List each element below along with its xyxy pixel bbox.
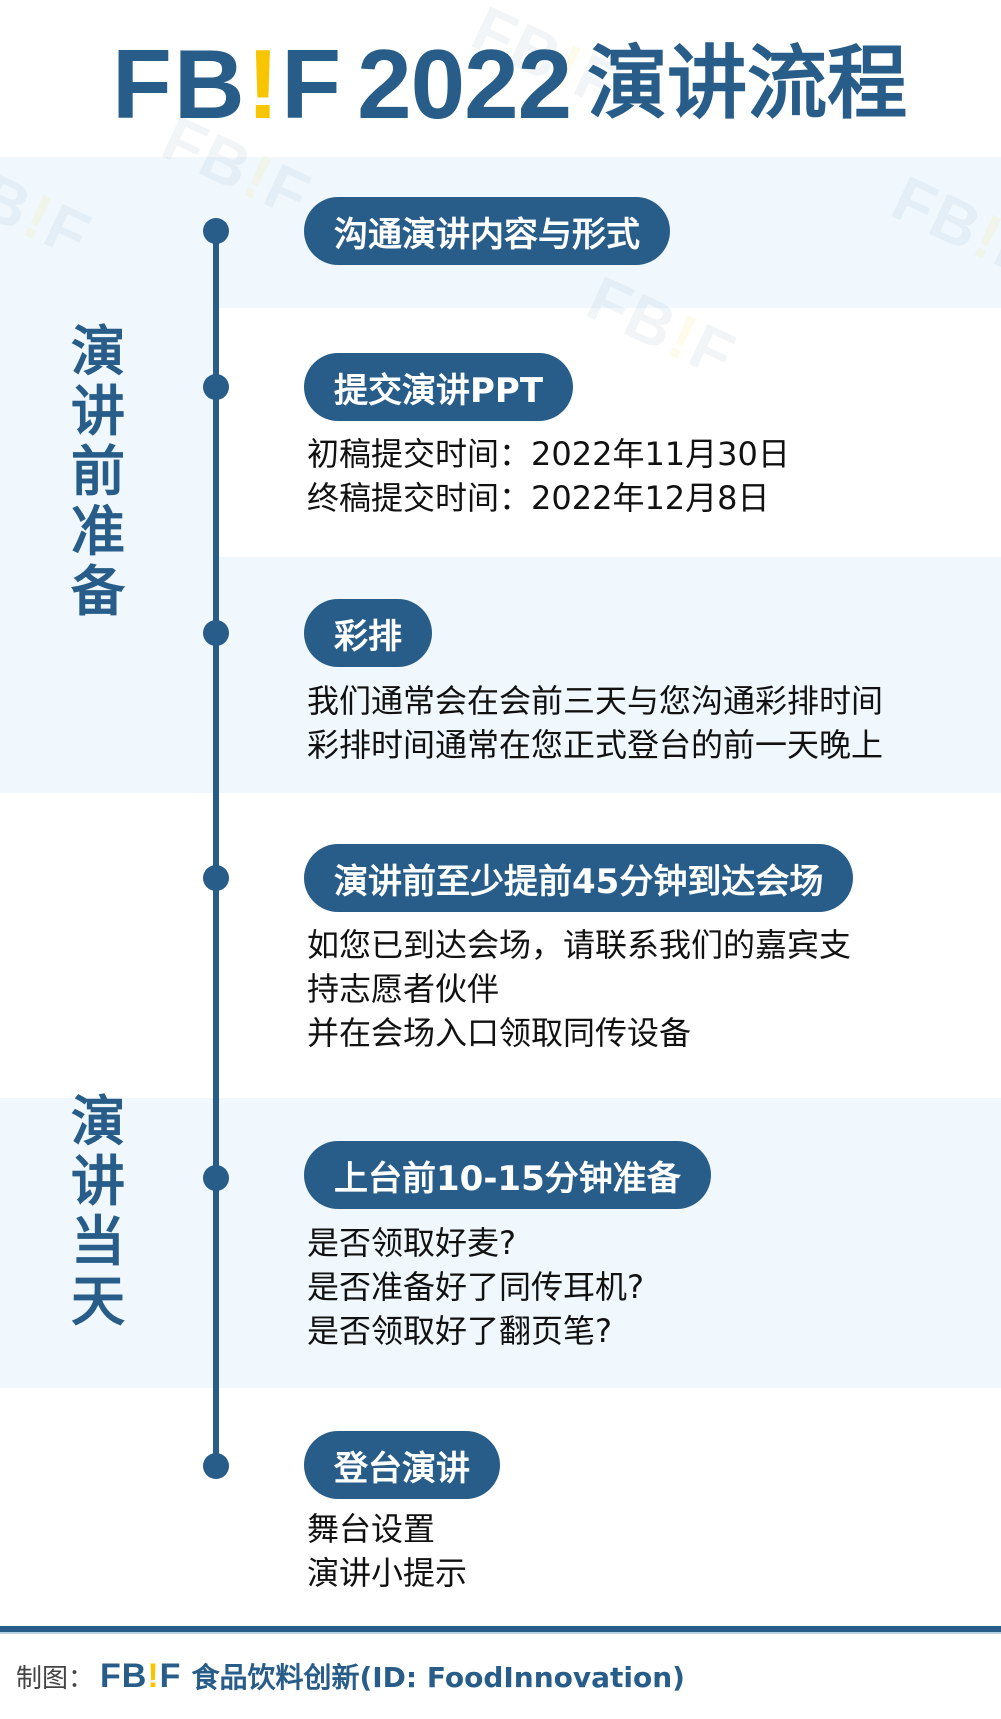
step-detail: 持志愿者伙伴 xyxy=(307,970,500,1008)
step-detail: 是否准备好了同传耳机? xyxy=(307,1268,644,1306)
step-detail: 我们通常会在会前三天与您沟通彩排时间 xyxy=(307,682,884,720)
timeline-dot-icon xyxy=(203,620,229,646)
step-detail: 彩排时间通常在您正式登台的前一天晚上 xyxy=(307,726,884,764)
step-detail: 终稿提交时间：2022年12月8日 xyxy=(307,479,770,517)
fbif-logo: FB!F xyxy=(112,29,344,139)
step-title-rehearsal: 彩排 xyxy=(304,599,432,667)
timeline-dot-icon xyxy=(203,1165,229,1191)
step-detail: 是否领取好麦? xyxy=(307,1224,516,1262)
step-title-communicate: 沟通演讲内容与形式 xyxy=(304,197,670,265)
timeline-dot-icon xyxy=(203,1453,229,1479)
step-title-on-stage: 登台演讲 xyxy=(304,1431,500,1499)
fbif-logo: FB!F xyxy=(100,1656,182,1695)
step-detail: 演讲小提示 xyxy=(307,1554,468,1592)
step-detail: 如您已到达会场，请联系我们的嘉宾支 xyxy=(307,926,852,964)
step-title-arrive-early: 演讲前至少提前45分钟到达会场 xyxy=(304,844,854,912)
step-title-submit-ppt: 提交演讲PPT xyxy=(304,353,574,421)
step-detail: 并在会场入口领取同传设备 xyxy=(307,1014,692,1052)
footer-credit: 制图： FB!F 食品饮料创新(ID: FoodInnovation) xyxy=(16,1656,685,1696)
phase-label-preparation: 演讲前准备 xyxy=(71,320,125,623)
step-detail: 初稿提交时间：2022年11月30日 xyxy=(307,435,790,473)
title-text: 演讲流程 xyxy=(587,37,908,130)
page-title: FB!F 2022 演讲流程 xyxy=(112,29,908,139)
timeline-line xyxy=(213,231,219,1466)
timeline-dot-icon xyxy=(203,218,229,244)
step-detail: 舞台设置 xyxy=(307,1510,436,1548)
step-title-pre-stage-prep: 上台前10-15分钟准备 xyxy=(304,1141,711,1209)
title-year: 2022 xyxy=(357,29,572,139)
band-step-3 xyxy=(0,557,1001,793)
footer-divider xyxy=(0,1626,1001,1634)
timeline-dot-icon xyxy=(203,374,229,400)
timeline-dot-icon xyxy=(203,865,229,891)
phase-label-speech-day: 演讲当天 xyxy=(71,1090,125,1333)
step-detail: 是否领取好了翻页笔? xyxy=(307,1312,612,1350)
credit-label: 制图： xyxy=(16,1663,95,1694)
brand-name: 食品饮料创新(ID: FoodInnovation) xyxy=(191,1661,685,1694)
